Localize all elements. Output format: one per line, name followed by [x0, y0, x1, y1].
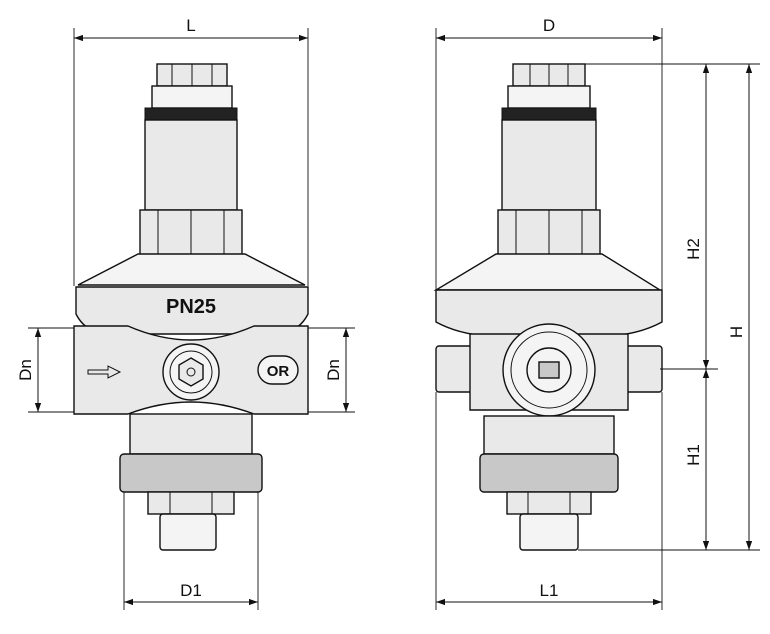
svg-text:Dn: Dn	[16, 359, 35, 381]
svg-text:L: L	[186, 16, 195, 35]
side-bottom-plug	[519, 513, 579, 551]
front-lower-neck	[129, 413, 253, 455]
front-knurled-band	[144, 107, 238, 121]
side-dome	[433, 253, 663, 291]
svg-text:D1: D1	[180, 581, 202, 600]
dimension-L: L	[73, 16, 309, 286]
svg-text:Dn: Dn	[324, 359, 343, 381]
side-bottom-cap	[479, 453, 619, 493]
svg-text:D: D	[543, 16, 555, 35]
front-hex-collar	[139, 209, 243, 257]
side-lower-neck	[483, 415, 615, 455]
svg-text:OR: OR	[267, 363, 290, 380]
dimension-H2: H2	[585, 63, 760, 370]
front-top-nut	[151, 63, 233, 109]
dimension-Dn-right: Dn	[308, 327, 355, 413]
dimension-D: D	[435, 16, 663, 290]
dimension-L1: L1	[435, 392, 663, 610]
front-bottom-cap	[119, 453, 263, 493]
side-knurled-band	[501, 107, 597, 121]
dimension-Dn-left: Dn	[16, 327, 74, 413]
svg-text:H: H	[727, 326, 746, 338]
dimension-H: H	[727, 64, 753, 550]
side-view	[433, 63, 663, 551]
or-logo: OR	[257, 355, 299, 385]
front-bonnet	[144, 119, 238, 211]
dimension-H1: H1	[578, 369, 760, 551]
svg-text:H2: H2	[684, 238, 703, 260]
front-bottom-hex	[147, 491, 235, 515]
svg-text:H1: H1	[684, 444, 703, 466]
dimension-D1: D1	[123, 492, 259, 610]
front-dome	[77, 253, 306, 286]
front-bottom-plug	[159, 513, 217, 551]
svg-text:L1: L1	[540, 581, 559, 600]
front-view: PN25 OR	[73, 63, 309, 551]
pressure-rating-label: PN25	[166, 296, 216, 318]
side-bottom-hex	[506, 491, 592, 515]
flow-arrow-icon	[87, 365, 122, 379]
side-bonnet	[501, 119, 597, 211]
